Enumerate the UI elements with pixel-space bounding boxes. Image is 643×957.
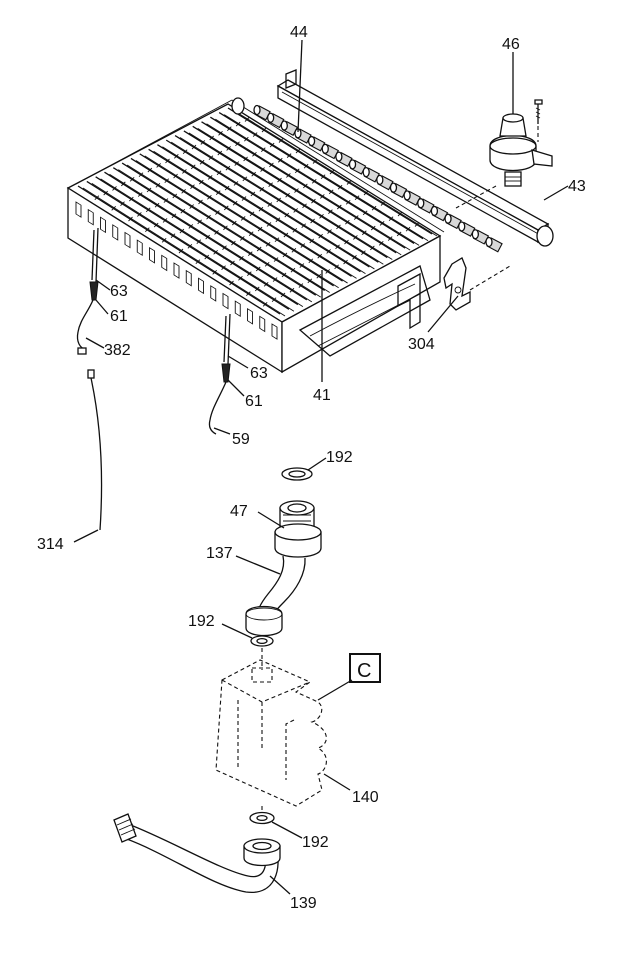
- label-139: 139: [290, 895, 317, 912]
- injectors: [253, 104, 503, 253]
- label-63-left: 63: [110, 283, 128, 300]
- label-47: 47: [230, 503, 248, 520]
- view-ref-box: [317, 653, 381, 701]
- label-41: 41: [313, 387, 331, 404]
- leader-lines: [73, 39, 569, 895]
- washer-top: [281, 467, 313, 481]
- label-43: 43: [568, 178, 586, 195]
- part-labels: 44 46 43 63 61 382 41 304 63 61 59 314 1…: [37, 24, 586, 912]
- label-137: 137: [206, 545, 233, 562]
- label-192-middle: 192: [188, 613, 215, 630]
- pipe-139: [113, 813, 281, 893]
- electrode-bracket: [443, 257, 511, 311]
- union-nut: [274, 500, 322, 558]
- washer-middle: [250, 635, 274, 670]
- label-61-left: 61: [110, 308, 128, 325]
- label-192-bottom: 192: [302, 834, 329, 851]
- label-382: 382: [104, 342, 131, 359]
- burner-bars: [77, 107, 438, 317]
- label-63-right: 63: [250, 365, 268, 382]
- label-61-right: 61: [245, 393, 263, 410]
- skirt-slots: [75, 201, 278, 340]
- label-59: 59: [232, 431, 250, 448]
- gas-manifold: [231, 69, 554, 253]
- label-44: 44: [290, 24, 308, 41]
- label-192-top: 192: [326, 449, 353, 466]
- lead-314: [87, 369, 103, 531]
- washer-bottom: [249, 811, 275, 825]
- burner-assembly: [66, 99, 445, 374]
- label-c: C: [357, 660, 371, 682]
- pipe-137: [245, 555, 306, 637]
- left-electrode: [76, 227, 99, 355]
- label-46: 46: [502, 36, 520, 53]
- label-304: 304: [408, 336, 435, 353]
- body-140-outline: [215, 659, 327, 818]
- label-140: 140: [352, 789, 379, 806]
- gas-valve-fitting: [455, 99, 553, 209]
- label-314: 314: [37, 536, 64, 553]
